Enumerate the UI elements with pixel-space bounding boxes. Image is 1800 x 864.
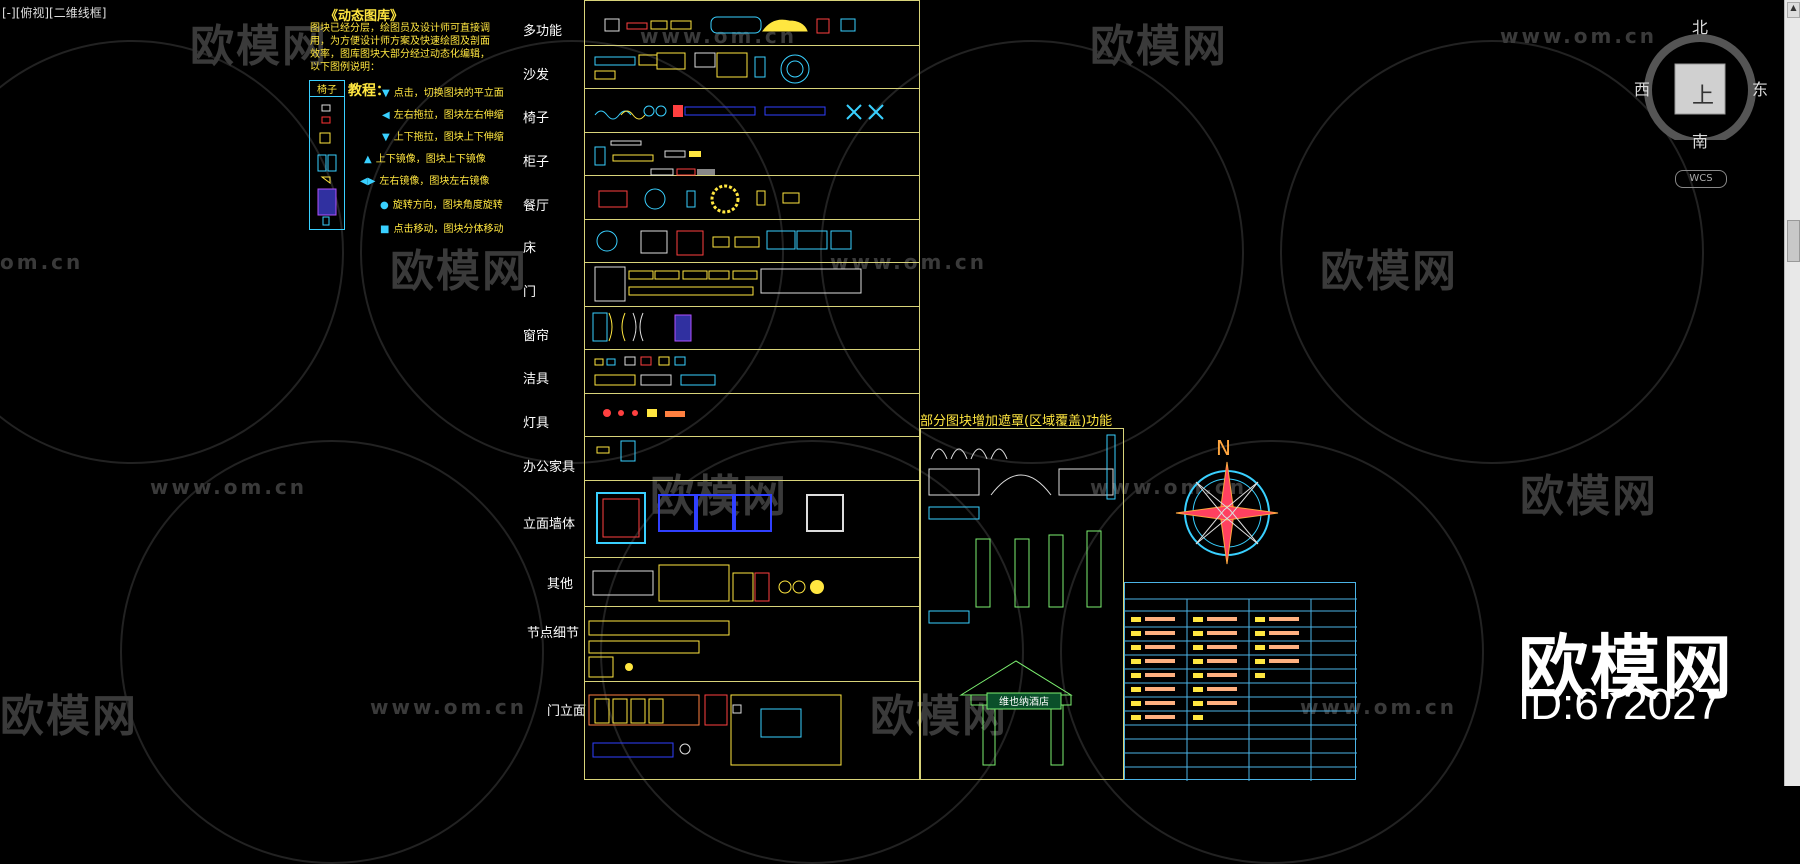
watermark-url: www.om.cn	[1300, 695, 1458, 719]
brand-name: 欧模网	[1518, 627, 1734, 709]
viewcube-south[interactable]: 南	[1692, 132, 1709, 151]
category-label-door[interactable]: 门	[523, 285, 537, 300]
watermark-logo: 欧模网	[0, 691, 138, 742]
watermark-logo: 欧模网	[650, 471, 788, 522]
viewcube-west[interactable]: 西	[1634, 80, 1651, 99]
category-label-sanitary[interactable]: 洁具	[523, 372, 550, 387]
schedule-table	[1124, 582, 1357, 781]
category-label-office[interactable]: 办公家具	[523, 460, 576, 475]
category-label-sofa[interactable]: 沙发	[523, 68, 550, 83]
watermark-arc	[1280, 40, 1704, 464]
wcs-button[interactable]: WCS	[1675, 170, 1727, 188]
tutorial-item: ◀左右拖拉，图块左右伸缩	[382, 110, 504, 121]
viewport-label[interactable]: [-][俯视][二维线框]	[2, 6, 107, 20]
tutorial-item: ▼上下拖拉，图块上下伸缩	[382, 132, 504, 143]
category-label-door-elevation[interactable]: 门立面	[547, 704, 587, 719]
classical-ornaments[interactable]: 维也纳酒店	[921, 429, 1125, 781]
vertical-scrollbar[interactable]: ▲	[1784, 0, 1800, 786]
brand-id: ID:672027	[1518, 680, 1722, 729]
tutorial-item: ●旋转方向，图块角度旋转	[380, 200, 503, 211]
chair-sample-icon	[317, 104, 337, 226]
category-label-chair[interactable]: 椅子	[523, 111, 550, 126]
legend-box-title: 椅子	[310, 81, 344, 97]
viewcube-east[interactable]: 东	[1752, 80, 1769, 99]
scroll-up-arrow-icon[interactable]: ▲	[1787, 2, 1800, 18]
watermark-arc	[360, 40, 784, 464]
category-label-cabinet[interactable]: 柜子	[523, 155, 550, 170]
category-label-elevation-wall[interactable]: 立面墙体	[523, 517, 576, 532]
watermark-arc	[120, 440, 544, 864]
watermark-arc	[820, 40, 1244, 464]
legend-description: 图块已经分层，绘图员及设计师可直接调用，为方便设计师方案及快速绘图及剖面效率，图…	[310, 23, 490, 73]
category-label-lamp[interactable]: 灯具	[523, 416, 550, 431]
tutorial-title: 教程：	[348, 83, 390, 99]
watermark-url: www.om.cn	[1500, 24, 1658, 48]
watermark-logo: 欧模网	[1320, 246, 1458, 297]
viewcube-top-face[interactable]: 上	[1692, 84, 1715, 109]
watermark-logo: 欧模网	[1520, 471, 1658, 522]
overlay-section-title: 部分图块增加遮罩(区域覆盖)功能	[920, 414, 1113, 429]
scroll-thumb[interactable]	[1787, 220, 1800, 262]
watermark-url: www.om.cn	[1090, 475, 1248, 499]
overlay-section-box: 维也纳酒店	[920, 428, 1124, 780]
tutorial-item: ▼点击，切换图块的平立面	[382, 88, 504, 99]
viewcube-north[interactable]: 北	[1692, 18, 1709, 37]
legend-sample-box: 椅子	[309, 80, 345, 230]
sign-text: 维也纳酒店	[999, 695, 1049, 708]
category-label-other[interactable]: 其他	[547, 577, 574, 592]
tutorial-item: ▲上下镜像，图块上下镜像	[364, 154, 486, 165]
watermark-logo: 欧模网	[190, 21, 328, 72]
category-label-dining[interactable]: 餐厅	[523, 199, 550, 214]
tutorial-item: ◀▶左右镜像，图块左右镜像	[360, 176, 490, 187]
category-label-multifunction[interactable]: 多功能	[523, 24, 563, 39]
compass-north-label: N	[1216, 436, 1231, 460]
category-label-node-detail[interactable]: 节点细节	[527, 626, 580, 641]
watermark-logo: 欧模网	[390, 246, 528, 297]
watermark-url: www.om.cn	[370, 695, 528, 719]
tutorial-item: ■点击移动，图块分体移动	[380, 224, 504, 235]
viewcube[interactable]: 北 南 东 西 上	[1634, 18, 1768, 151]
category-label-bed[interactable]: 床	[523, 241, 537, 256]
cad-blocks-thumbnails[interactable]	[585, 1, 921, 781]
block-catalog-table	[584, 0, 920, 780]
compass-rose-icon	[1175, 461, 1279, 565]
legend-title: 《动态图库》	[325, 9, 404, 24]
watermark-url: om.cn	[0, 250, 84, 274]
category-label-curtain[interactable]: 窗帘	[523, 329, 550, 344]
watermark-url: www.om.cn	[150, 475, 308, 499]
watermark-logo: 欧模网	[1090, 21, 1228, 72]
